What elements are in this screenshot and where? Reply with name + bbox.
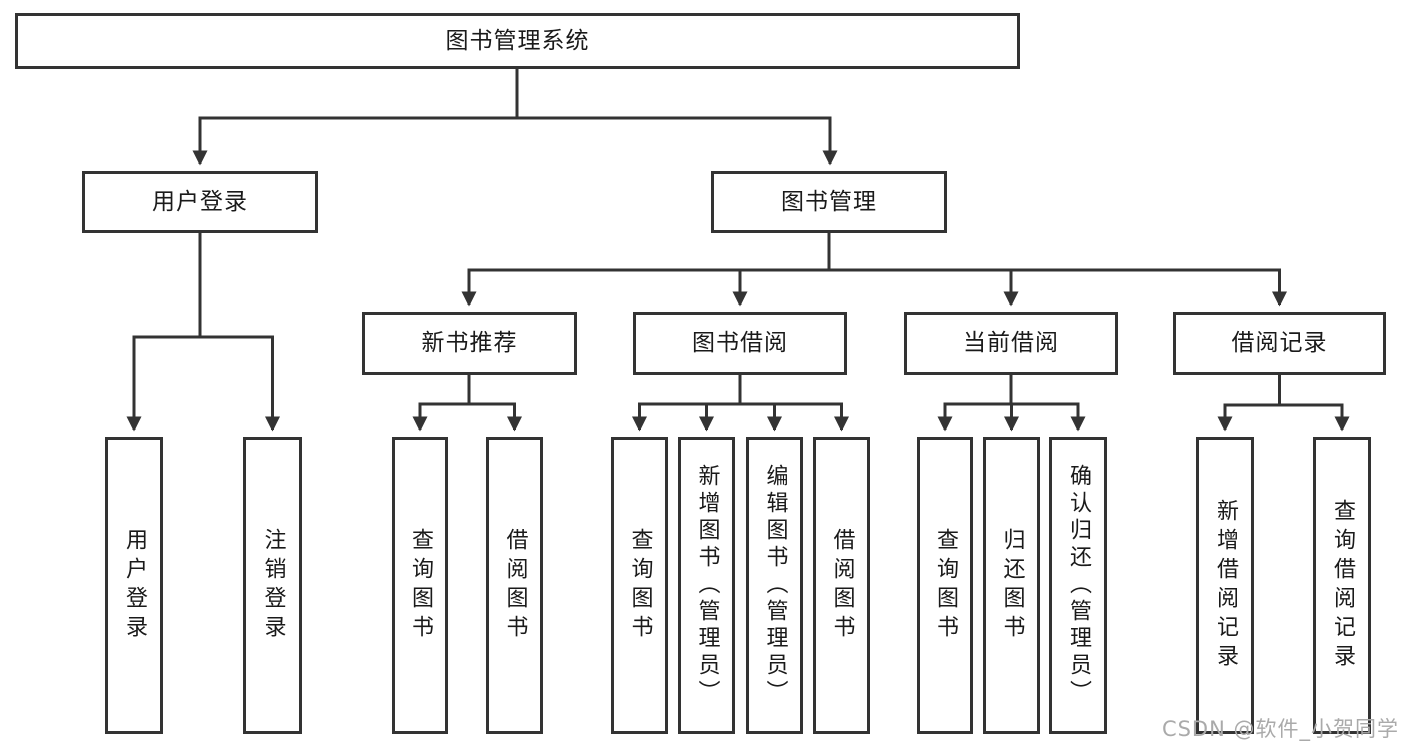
node-leaf-current-confirm-return-admin: 确认归还（管理员） bbox=[1049, 437, 1107, 734]
connector-borrowing-records-to-leaves bbox=[1217, 375, 1350, 432]
connector-user-login-to-leaves bbox=[126, 233, 280, 432]
csdn-watermark: CSDN @软件_小贺同学 bbox=[1161, 717, 1399, 741]
node-leaf-borrowing-edit-books-admin: 编辑图书（管理员） bbox=[746, 437, 803, 734]
node-book-borrowing: 图书借阅 bbox=[633, 312, 847, 375]
node-leaf-borrowing-query-books: 查询图书 bbox=[611, 437, 668, 734]
node-leaf-records-query-record: 查询借阅记录 bbox=[1313, 437, 1371, 734]
node-book-management: 图书管理 bbox=[711, 171, 947, 233]
connector-book-borrowing-to-leaves bbox=[632, 375, 849, 432]
node-new-book-recommend: 新书推荐 bbox=[362, 312, 577, 375]
node-current-borrowing: 当前借阅 bbox=[904, 312, 1118, 375]
node-borrowing-records: 借阅记录 bbox=[1173, 312, 1386, 375]
node-library-management-system: 图书管理系统 bbox=[15, 13, 1020, 69]
node-leaf-recommend-borrow-books: 借阅图书 bbox=[486, 437, 543, 734]
node-leaf-current-return-books: 归还图书 bbox=[983, 437, 1040, 734]
node-leaf-user-login: 用户登录 bbox=[105, 437, 163, 734]
node-leaf-borrowing-borrow-books: 借阅图书 bbox=[813, 437, 870, 734]
node-leaf-records-add-record: 新增借阅记录 bbox=[1196, 437, 1254, 734]
connector-current-borrowing-to-leaves bbox=[937, 375, 1086, 432]
node-user-login-branch: 用户登录 bbox=[82, 171, 318, 233]
connector-root-to-level2 bbox=[192, 68, 838, 166]
node-leaf-borrowing-add-books-admin: 新增图书（管理员） bbox=[678, 437, 735, 734]
connector-new-book-recommend-to-leaves bbox=[412, 375, 522, 432]
node-leaf-current-query-books: 查询图书 bbox=[917, 437, 973, 734]
connector-book-management-to-level3 bbox=[461, 233, 1287, 307]
node-leaf-logout: 注销登录 bbox=[243, 437, 302, 734]
node-leaf-recommend-query-books: 查询图书 bbox=[392, 437, 448, 734]
